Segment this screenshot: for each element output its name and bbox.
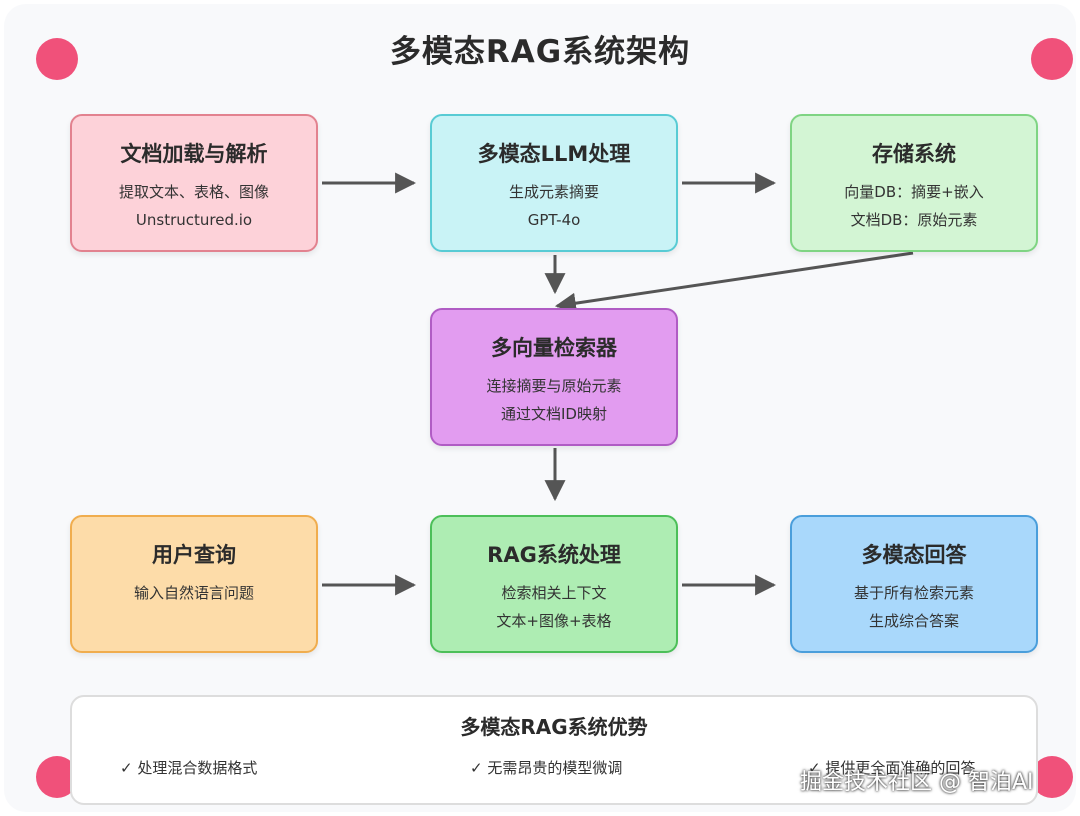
storage-box: 存储系统 向量DB：摘要+嵌入 文档DB：原始元素: [790, 114, 1038, 252]
storage-line-2: 文档DB：原始元素: [850, 211, 978, 229]
answer-title: 多模态回答: [861, 543, 967, 567]
query-title: 用户查询: [152, 543, 236, 567]
doc-load-box: 文档加载与解析 提取文本、表格、图像 Unstructured.io: [70, 114, 318, 252]
advantage-item-2: ✓ 无需昂贵的模型微调: [470, 759, 623, 777]
corner-dot-top-right: [1031, 38, 1073, 80]
diagram-title: 多模态RAG系统架构: [389, 34, 691, 70]
query-box: 用户查询 输入自然语言问题: [70, 515, 318, 653]
retriever-line-1: 连接摘要与原始元素: [486, 377, 622, 395]
arrow-storage-to-retriever: [554, 251, 914, 314]
watermark: 掘金技术社区 @ 智泊AI: [800, 770, 1034, 795]
rag-line-2: 文本+图像+表格: [496, 612, 612, 630]
doc-load-line-1: 提取文本、表格、图像: [118, 183, 269, 201]
rag-line-1: 检索相关上下文: [501, 584, 607, 602]
answer-line-1: 基于所有检索元素: [853, 584, 974, 602]
retriever-line-2: 通过文档ID映射: [501, 405, 607, 423]
storage-title: 存储系统: [872, 142, 956, 166]
storage-line-1: 向量DB：摘要+嵌入: [844, 183, 984, 201]
llm-line-1: 生成元素摘要: [508, 183, 599, 201]
answer-box: 多模态回答 基于所有检索元素 生成综合答案: [790, 515, 1038, 653]
advantage-item-3: ✓ 提供更全面准确的回答: [808, 759, 976, 777]
corner-dot-bottom-right: [1031, 756, 1073, 798]
advantages-panel: 多模态RAG系统优势 ✓ 处理混合数据格式 ✓ 无需昂贵的模型微调 ✓ 提供更全…: [70, 695, 1038, 805]
doc-load-line-2: Unstructured.io: [135, 211, 253, 229]
retriever-box: 多向量检索器 连接摘要与原始元素 通过文档ID映射: [430, 308, 678, 446]
retriever-title: 多向量检索器: [491, 336, 617, 360]
llm-line-2: GPT-4o: [527, 211, 581, 229]
llm-box: 多模态LLM处理 生成元素摘要 GPT-4o: [430, 114, 678, 252]
answer-line-2: 生成综合答案: [868, 612, 959, 630]
llm-title: 多模态LLM处理: [477, 142, 631, 166]
query-line-1: 输入自然语言问题: [133, 584, 254, 602]
rag-title: RAG系统处理: [487, 543, 621, 567]
doc-load-title: 文档加载与解析: [120, 142, 268, 166]
advantage-item-1: ✓ 处理混合数据格式: [120, 759, 258, 777]
advantages-title: 多模态RAG系统优势: [460, 715, 648, 739]
rag-box: RAG系统处理 检索相关上下文 文本+图像+表格: [430, 515, 678, 653]
corner-dot-top-left: [36, 38, 78, 80]
